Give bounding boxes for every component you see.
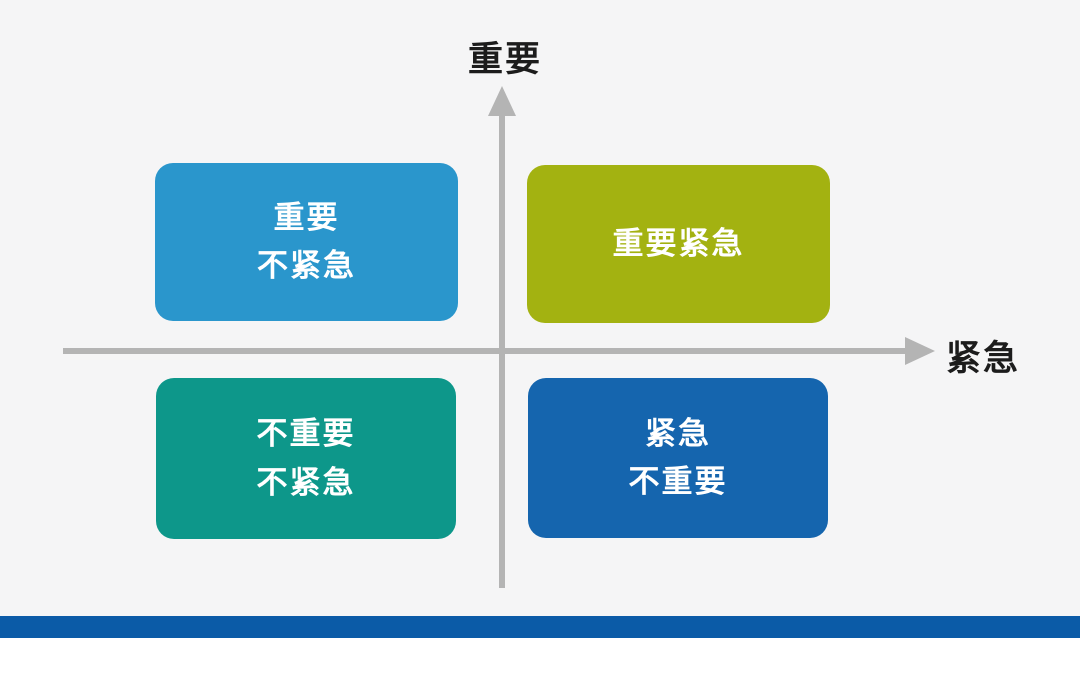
y-axis-label: 重要 — [467, 40, 542, 79]
horizontal-axis-line — [63, 348, 910, 354]
quadrant-label-line: 不重要 — [628, 464, 728, 499]
quadrant-not-important-not-urgent: 不重要 不紧急 — [156, 378, 471, 542]
quadrant-label-line: 重要紧急 — [612, 225, 745, 261]
right-arrow-icon — [905, 337, 935, 365]
quadrant-important-urgent: 重要紧急 — [527, 165, 845, 326]
caption-area: 图2 时间管理四象限 — [0, 638, 1080, 699]
quadrant-label-line: 不紧急 — [257, 248, 356, 283]
quadrant-label-line: 重要 — [273, 199, 340, 235]
x-axis-label: 紧急 — [946, 339, 1021, 378]
quadrant-label-line: 不紧急 — [256, 464, 356, 500]
bottom-divider-bar — [0, 616, 1080, 638]
quadrant-urgent-not-important: 紧急 不重要 — [528, 378, 843, 541]
quadrant-label-line: 紧急 — [645, 415, 711, 451]
quadrant-label-line: 不重要 — [256, 416, 356, 452]
quadrant-important-not-urgent: 重要 不紧急 — [155, 163, 473, 324]
